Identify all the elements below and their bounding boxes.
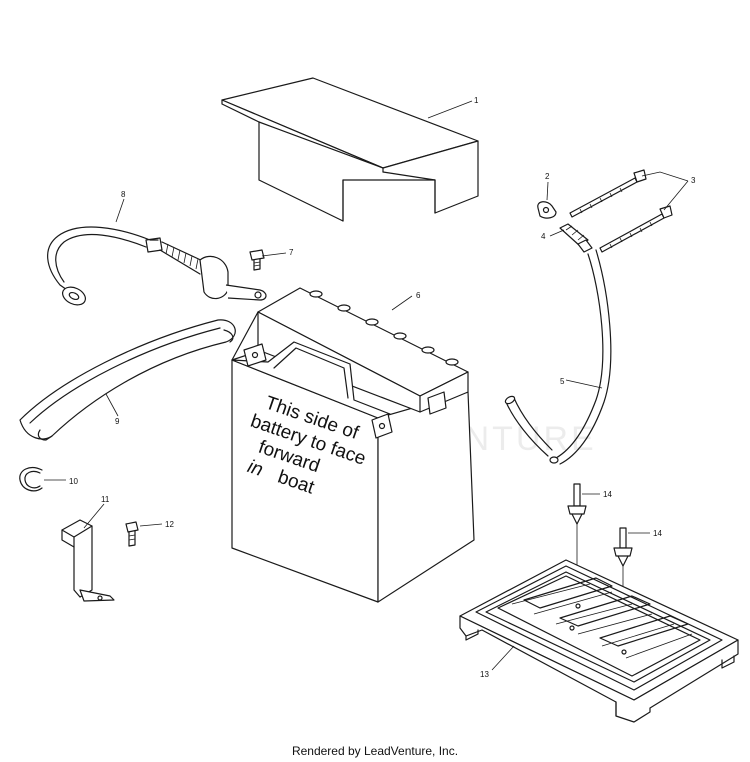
callout-4: 4 <box>541 232 546 241</box>
callout-10: 10 <box>69 477 78 486</box>
part-1-battery-cover <box>221 77 479 222</box>
part-6-battery: This side of battery to face forward in … <box>231 287 475 603</box>
part-9-strap <box>19 319 236 441</box>
part-11-bracket <box>61 519 115 602</box>
part-4-fitting <box>559 223 593 253</box>
callout-2: 2 <box>545 172 550 181</box>
part-14-rivets <box>567 483 633 650</box>
callout-12: 12 <box>165 520 174 529</box>
part-2-fitting <box>537 201 557 219</box>
leader-lines <box>44 100 689 671</box>
callout-13: 13 <box>480 670 489 679</box>
part-10-clip <box>19 467 43 492</box>
part-5-hose <box>504 249 612 465</box>
footer-credit: Rendered by LeadVenture, Inc. <box>291 744 459 758</box>
callout-labels: 1 2 3 4 5 6 7 8 9 10 11 12 13 14 14 <box>69 96 696 679</box>
callout-14-upper: 14 <box>603 490 612 499</box>
callout-14-lower: 14 <box>653 529 662 538</box>
callout-11: 11 <box>101 495 110 504</box>
part-13-tray <box>459 559 739 723</box>
callout-5: 5 <box>560 377 565 386</box>
callout-8: 8 <box>121 190 126 199</box>
callout-7: 7 <box>289 248 294 257</box>
callout-9: 9 <box>115 417 120 426</box>
part-7-bolt <box>249 249 265 271</box>
callout-6: 6 <box>416 291 421 300</box>
part-8-cable <box>47 226 267 306</box>
part-12-bolt <box>125 521 139 547</box>
part-3-ties <box>569 169 673 253</box>
battery-label-line-4: in <box>245 456 266 481</box>
callout-3: 3 <box>691 176 696 185</box>
callout-1: 1 <box>474 96 479 105</box>
